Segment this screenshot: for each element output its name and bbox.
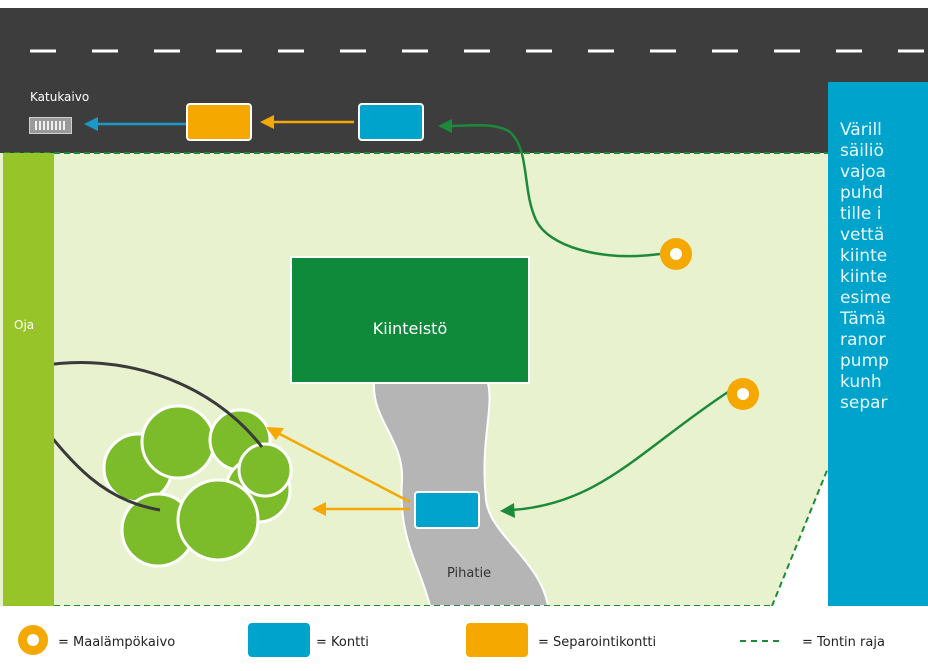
legend-container-label: = Kontti (316, 635, 369, 650)
trees (102, 404, 293, 568)
info-panel: Värill säiliö vajoa puhd tille i vettä k… (828, 82, 928, 606)
building-label: Kiinteistö (372, 319, 448, 338)
driveway-label: Pihatie (447, 566, 492, 581)
street-drain-icon (29, 117, 72, 134)
building (290, 256, 530, 384)
street-drain-label: Katukaivo (30, 90, 90, 104)
street (0, 8, 928, 153)
green-arrows (447, 123, 729, 512)
legend-geothermal-label: = Maalämpökaivo (58, 635, 176, 650)
legend-separator-label: = Separointikontti (538, 635, 657, 650)
orange-arrows (275, 430, 411, 511)
separator-container (186, 103, 252, 141)
container-legend-icon (248, 623, 310, 657)
separator-legend-icon (466, 623, 528, 657)
ditch-label: Oja (14, 318, 35, 332)
legend-border-label: = Tontin raja (802, 635, 885, 650)
container (358, 103, 424, 141)
legend: = Maalämpökaivo = Kontti = Separointikon… (0, 606, 928, 671)
geothermal-well-icon (727, 378, 759, 410)
geothermal-well-icon (660, 238, 692, 270)
yard-container (414, 491, 480, 529)
info-text: Värill säiliö vajoa puhd tille i vettä k… (840, 120, 892, 413)
geothermal-well-legend-icon (18, 625, 48, 655)
ditch (3, 153, 54, 606)
